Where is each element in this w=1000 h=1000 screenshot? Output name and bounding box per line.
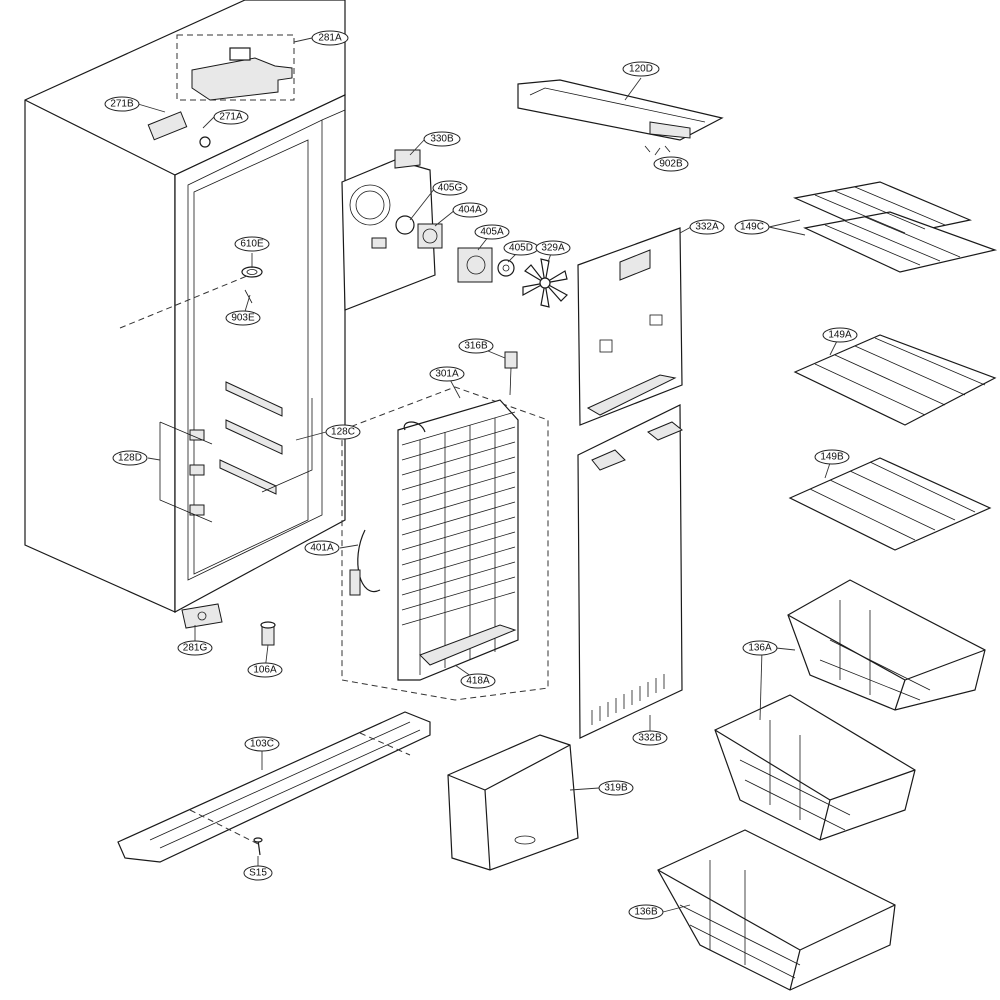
callout-332B: 332B [632, 730, 668, 746]
callout-149A: 149A [822, 327, 858, 343]
callout-120D: 120D [622, 61, 660, 77]
vent-slots [591, 674, 665, 725]
callout-281A-text: 281A [318, 33, 342, 44]
callout-281G-text: 281G [183, 643, 208, 654]
leveling-foot-106A [260, 621, 276, 646]
callout-329A: 329A [535, 240, 571, 256]
callout-332A-text: 332A [695, 222, 719, 233]
callout-401A: 401A [304, 540, 340, 556]
top-bracket-120D [517, 79, 724, 153]
shelf-149B [788, 457, 992, 551]
callout-103C: 103C [244, 736, 280, 752]
callout-903E-text: 903E [231, 313, 255, 324]
callout-149C: 149C [734, 219, 770, 235]
cabinet-body [24, 0, 346, 629]
evaporator-301A [341, 386, 549, 701]
basket-136A-lower [714, 694, 916, 841]
callout-271A: 271A [213, 109, 249, 125]
callout-332B-text: 332B [638, 733, 662, 744]
callout-404A: 404A [452, 202, 488, 218]
callout-319B: 319B [598, 780, 634, 796]
callout-103C-text: 103C [250, 739, 274, 750]
callout-128C: 128C [325, 424, 361, 440]
evaporator-cover-332A [577, 227, 683, 426]
callout-316B: 316B [458, 338, 494, 354]
callout-106A-text: 106A [253, 665, 277, 676]
callout-404A-text: 404A [458, 205, 482, 216]
shelf-149A [793, 334, 997, 426]
shelf-149C [792, 181, 998, 273]
evaporator-fins [401, 411, 516, 675]
bottom-rail-103C [117, 711, 431, 863]
callout-903E: 903E [225, 310, 261, 326]
sensor-316B [504, 351, 518, 396]
callout-128D: 128D [112, 450, 148, 466]
callout-330B: 330B [423, 131, 461, 147]
callout-281A: 281A [311, 30, 349, 46]
callout-S15: S15 [243, 865, 273, 881]
callout-332A: 332A [689, 219, 725, 235]
callout-149B: 149B [814, 449, 850, 465]
callout-405G-text: 405G [438, 183, 463, 194]
callout-405D: 405D [503, 240, 539, 256]
callout-106A: 106A [247, 662, 283, 678]
callout-149A-text: 149A [828, 330, 852, 341]
callout-149C-text: 149C [740, 222, 764, 233]
callout-405D-text: 405D [509, 243, 533, 254]
callout-329A-text: 329A [541, 243, 565, 254]
callout-330B-text: 330B [430, 134, 454, 145]
drip-tray-319B [447, 734, 579, 871]
callout-149B-text: 149B [820, 452, 844, 463]
callout-281G: 281G [177, 640, 213, 656]
callout-418A-text: 418A [466, 676, 490, 687]
top-hinge-cover-281A [176, 34, 295, 101]
callout-128C-text: 128C [331, 427, 355, 438]
callout-120D-text: 120D [629, 64, 653, 75]
callout-316B-text: 316B [464, 341, 488, 352]
callout-271A-text: 271A [219, 112, 243, 123]
fan-shroud-330B [341, 149, 436, 311]
callout-301A: 301A [429, 366, 465, 382]
callout-136B-text: 136B [634, 907, 658, 918]
callout-405G: 405G [432, 180, 468, 196]
front-cover-332B [577, 404, 683, 739]
callout-271B: 271B [104, 96, 140, 112]
callout-136A: 136A [742, 640, 778, 656]
callout-418A: 418A [460, 673, 496, 689]
callout-401A-text: 401A [310, 543, 334, 554]
screw-S15 [253, 837, 263, 856]
callout-136B: 136B [628, 904, 664, 920]
callout-405A: 405A [474, 224, 510, 240]
fan-motor-parts [417, 223, 568, 308]
callout-136A-text: 136A [748, 643, 772, 654]
callout-405A-text: 405A [480, 227, 504, 238]
callout-128D-text: 128D [118, 453, 142, 464]
callout-301A-text: 301A [435, 369, 459, 380]
callout-610E: 610E [234, 236, 270, 252]
basket-136B [657, 829, 896, 991]
callout-902B-text: 902B [659, 159, 683, 170]
basket-136A-upper [787, 579, 986, 711]
callout-610E-text: 610E [240, 239, 264, 250]
callout-902B: 902B [653, 156, 689, 172]
callout-319B-text: 319B [604, 783, 628, 794]
callout-S15-text: S15 [249, 868, 267, 879]
callout-271B-text: 271B [110, 99, 134, 110]
